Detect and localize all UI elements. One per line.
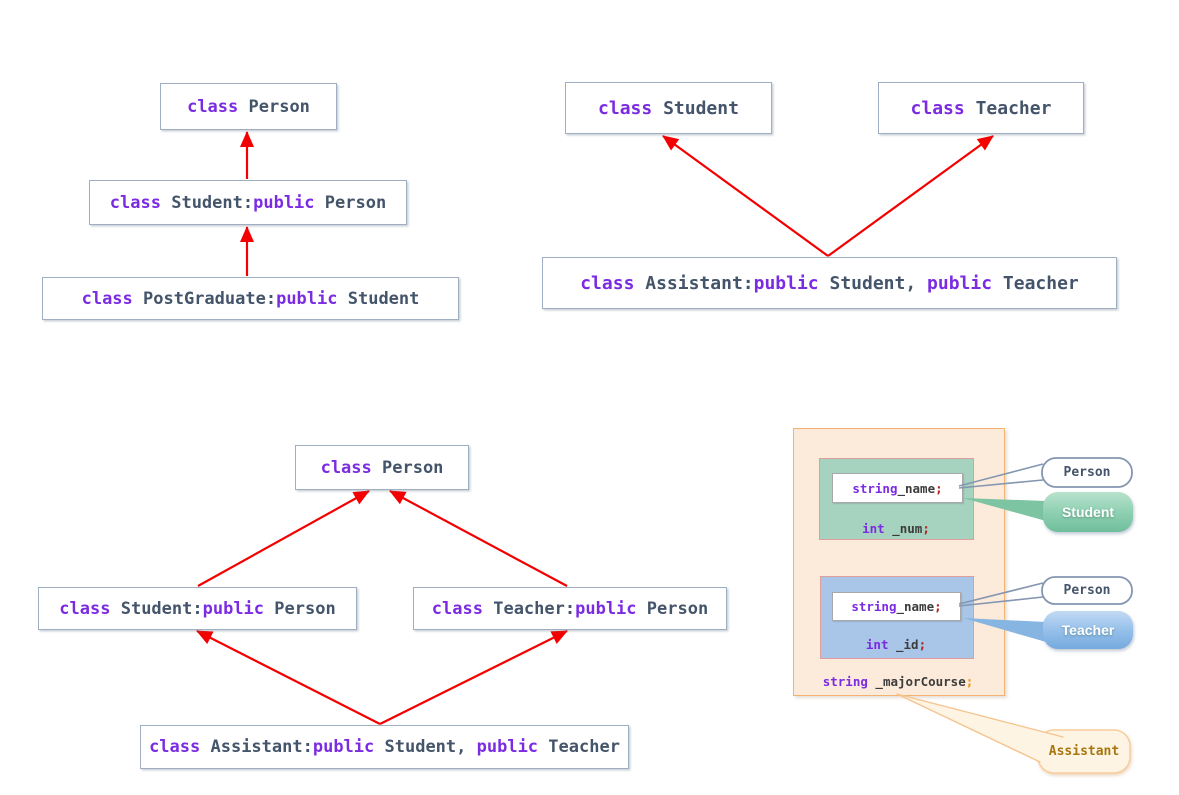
- assistant-callout-label: Assistant: [1038, 730, 1130, 773]
- keyword-token: public: [276, 288, 338, 309]
- identifier-token: Person: [636, 598, 709, 619]
- identifier-token: PostGraduate:: [132, 288, 277, 309]
- semicolon-token: ;: [922, 520, 930, 536]
- identifier-token: Student:: [110, 598, 203, 619]
- class-assistant-box-diamond: class Assistant:public Student, public T…: [140, 725, 629, 769]
- identifier-token: Teacher: [538, 737, 620, 757]
- arrow-assistant-to-student-diamond: [196, 630, 381, 725]
- student-callout-label: Student: [1043, 492, 1133, 532]
- class-student-public-person-box-diamond: class Student:public Person: [38, 587, 357, 630]
- class-teacher-box: class Teacher: [878, 82, 1084, 134]
- arrow-assistant-to-teacher-diamond: [379, 630, 568, 725]
- keyword-token: class: [431, 598, 483, 619]
- arrow-assistant-to-teacher: [827, 135, 994, 257]
- semicolon-token: ;: [934, 599, 942, 614]
- callout-text: Assistant: [1048, 744, 1120, 759]
- arrow-teacher-to-person-diamond: [389, 490, 568, 587]
- keyword-token: public: [312, 737, 375, 757]
- keyword-token: class: [187, 96, 239, 117]
- keyword-token: class: [580, 272, 635, 294]
- identifier-token: Assistant:: [634, 272, 754, 294]
- class-person-box-diamond: class Person: [295, 445, 469, 490]
- keyword-token: string: [822, 673, 868, 689]
- callout-text: Person: [1063, 465, 1111, 480]
- class-person-box: class Person: [160, 83, 337, 130]
- keyword-token: public: [476, 737, 539, 757]
- keyword-token: class: [59, 598, 111, 619]
- semicolon-token: ;: [935, 480, 943, 496]
- assistant-majorcourse-field: string _majorCourse;: [793, 668, 1003, 694]
- class-assistant-box: class Assistant:public Student, public T…: [542, 257, 1117, 309]
- semicolon-token: ;: [918, 636, 927, 652]
- class-student-box: class Student: [565, 82, 772, 134]
- keyword-token: public: [753, 272, 819, 294]
- semicolon-token: ;: [965, 673, 974, 689]
- class-teacher-public-person-box-diamond: class Teacher:public Person: [413, 587, 727, 630]
- class-student-public-person-box: class Student:public Person: [89, 180, 407, 225]
- arrow-student-to-person-diamond: [197, 490, 370, 587]
- identifier-token: Student: [652, 97, 739, 119]
- keyword-token: class: [910, 97, 965, 119]
- keyword-token: class: [109, 192, 161, 213]
- keyword-token: public: [202, 598, 265, 619]
- identifier-token: _name: [896, 599, 935, 614]
- identifier-token: Assistant:: [200, 737, 313, 757]
- keyword-token: class: [598, 97, 653, 119]
- callout-text: Person: [1063, 583, 1111, 598]
- identifier-token: Student: [337, 288, 420, 309]
- identifier-token: Person: [371, 457, 444, 478]
- identifier-token: Teacher: [964, 97, 1052, 119]
- keyword-token: class: [81, 288, 133, 309]
- student-name-field-box: string _name;: [832, 473, 963, 503]
- keyword-token: public: [253, 192, 315, 213]
- arrow-assistant-to-student: [662, 135, 829, 257]
- callout-text: Teacher: [1061, 622, 1115, 638]
- identifier-token: Person: [238, 96, 310, 117]
- person-bottom-callout-label: Person: [1042, 577, 1132, 604]
- identifier-token: _majorCourse: [867, 673, 966, 689]
- identifier-token: Person: [264, 598, 336, 619]
- keyword-token: string: [851, 599, 897, 614]
- teacher-callout-label: Teacher: [1043, 611, 1133, 649]
- keyword-token: int: [862, 520, 885, 536]
- identifier-token: Person: [314, 192, 387, 213]
- keyword-token: public: [927, 272, 993, 294]
- keyword-token: int: [865, 636, 889, 652]
- identifier-token: _id: [888, 636, 919, 652]
- identifier-token: _num: [884, 520, 923, 536]
- identifier-token: _name: [897, 480, 936, 496]
- identifier-token: Teacher: [992, 272, 1079, 294]
- teacher-name-field-box: string _name;: [832, 592, 961, 621]
- keyword-token: public: [575, 598, 637, 619]
- identifier-token: Student,: [818, 272, 928, 294]
- student-num-field: int _num;: [820, 516, 972, 540]
- identifier-token: Teacher:: [482, 598, 576, 619]
- keyword-token: class: [149, 737, 201, 757]
- class-postgraduate-box: class PostGraduate:public Student: [42, 277, 459, 320]
- person-top-callout-label: Person: [1042, 458, 1132, 487]
- identifier-token: Student:: [160, 192, 254, 213]
- identifier-token: Student,: [374, 737, 477, 757]
- teacher-id-field: int _id;: [820, 632, 972, 656]
- keyword-token: class: [320, 457, 372, 478]
- keyword-token: string: [852, 480, 898, 496]
- callout-text: Student: [1061, 504, 1115, 520]
